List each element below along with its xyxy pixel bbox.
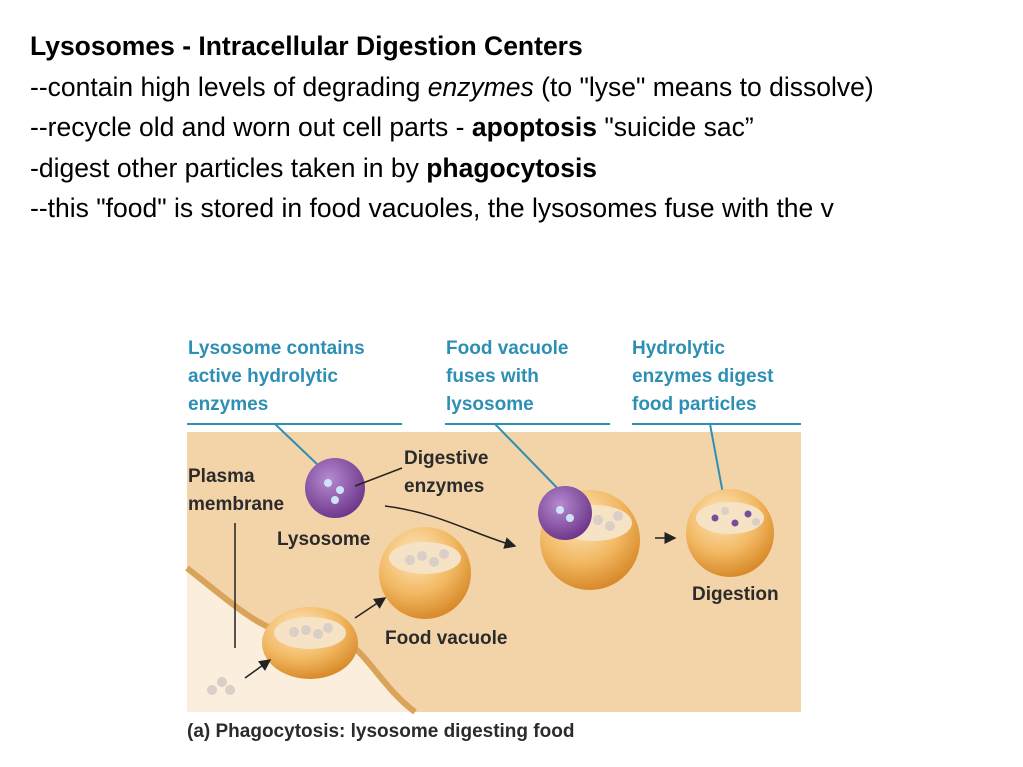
callout2-pointer bbox=[494, 423, 566, 497]
arrow-to-vacuole bbox=[354, 597, 387, 619]
digestive-enzymes-label: Digestive enzymes bbox=[404, 448, 494, 497]
enzyme-dot bbox=[556, 506, 564, 514]
bullet-enzymes: --contain high levels of degrading enzym… bbox=[30, 71, 874, 102]
enzyme-dot bbox=[331, 496, 339, 504]
enzyme-dot bbox=[336, 486, 344, 494]
food-particle bbox=[605, 521, 615, 531]
food-particle bbox=[593, 515, 603, 525]
food-particle bbox=[301, 625, 311, 635]
figure-svg: Lysosome contains active hydrolytic enzy… bbox=[170, 318, 940, 767]
plasma-membrane-label: Plasma membrane bbox=[188, 466, 284, 515]
enzyme-dot bbox=[731, 519, 739, 527]
bullet-food: --this "food" is stored in food vacuoles… bbox=[30, 193, 834, 223]
phagocytosis-figure: Lysosome contains active hydrolytic enzy… bbox=[170, 318, 940, 767]
food-particle bbox=[225, 685, 235, 695]
food-particle bbox=[207, 685, 217, 695]
food-particle bbox=[439, 549, 449, 559]
bullet-recycle: --recycle old and worn out cell parts - … bbox=[30, 112, 754, 142]
digestion-label: Digestion bbox=[692, 584, 779, 605]
callout3-pointer bbox=[709, 423, 724, 495]
arrow-lysosome-to-fusion bbox=[384, 505, 517, 549]
slide-title: Lysosomes - Intracellular Digestion Cent… bbox=[30, 31, 583, 61]
figure-caption: (a) Phagocytosis: lysosome digesting foo… bbox=[187, 721, 574, 742]
fusing-lysosome bbox=[538, 486, 592, 540]
callout2-text: Food vacuole fuses with lysosome bbox=[446, 338, 574, 415]
bullet-phagocytosis: -digest other particles taken in by phag… bbox=[30, 152, 598, 183]
digestive-enzymes-pointer bbox=[354, 467, 403, 487]
digestion-vacuole-interior bbox=[696, 502, 764, 534]
lysosome-label: Lysosome bbox=[277, 529, 370, 550]
arrow-food-in bbox=[244, 659, 272, 679]
enzyme-dot bbox=[324, 479, 332, 487]
food-particle bbox=[289, 627, 299, 637]
food-particle bbox=[313, 629, 323, 639]
enzyme-dot bbox=[711, 514, 719, 522]
enzyme-dot bbox=[744, 510, 752, 518]
food-particle bbox=[752, 518, 760, 526]
food-vacuole-label: Food vacuole bbox=[385, 628, 507, 649]
food-particle bbox=[613, 511, 623, 521]
food-particle bbox=[721, 507, 729, 515]
slide-text: Lysosomes - Intracellular Digestion Cent… bbox=[30, 26, 970, 229]
food-particle bbox=[323, 623, 333, 633]
food-particle bbox=[405, 555, 415, 565]
callout1-text: Lysosome contains active hydrolytic enzy… bbox=[188, 338, 370, 415]
food-particle bbox=[417, 551, 427, 561]
callout3-text: Hydrolytic enzymes digest food particles bbox=[632, 338, 779, 415]
enzyme-dot bbox=[566, 514, 574, 522]
food-particle bbox=[217, 677, 227, 687]
lysosome bbox=[305, 458, 365, 518]
food-particle bbox=[429, 557, 439, 567]
